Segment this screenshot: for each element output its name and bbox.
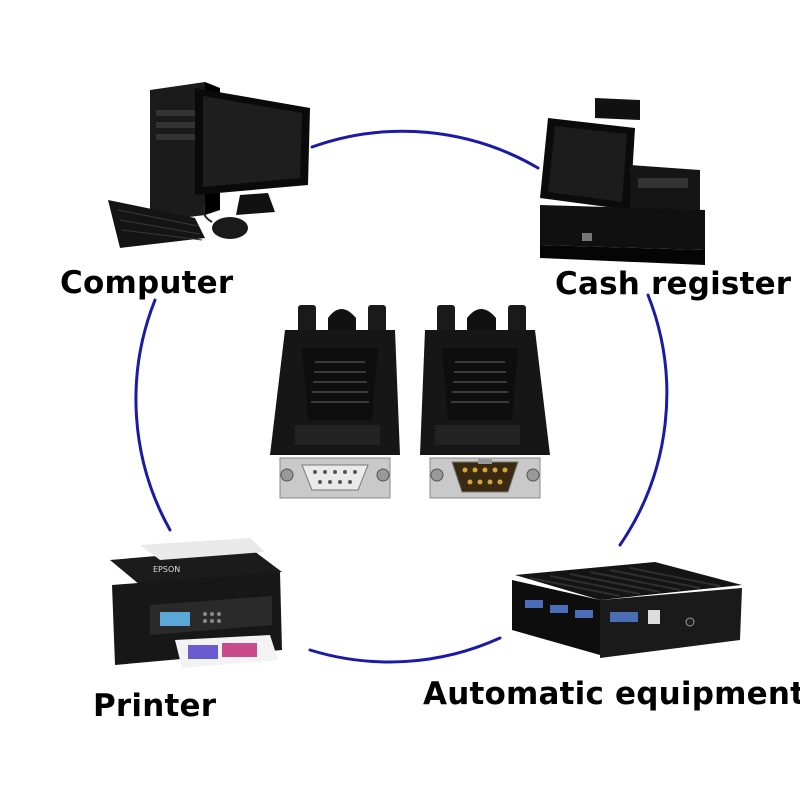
label-cash-register: Cash register xyxy=(555,266,792,302)
printer-brand-text: EPSON xyxy=(153,565,180,574)
ring-arc-top xyxy=(310,129,540,170)
ring-arc-right xyxy=(618,293,669,547)
label-automatic-equipment: Automatic equipment xyxy=(423,676,800,712)
ring-arc-left xyxy=(134,298,172,532)
ring-arc-bottom xyxy=(308,636,502,664)
label-printer: Printer xyxy=(93,688,217,724)
label-computer: Computer xyxy=(60,265,234,301)
